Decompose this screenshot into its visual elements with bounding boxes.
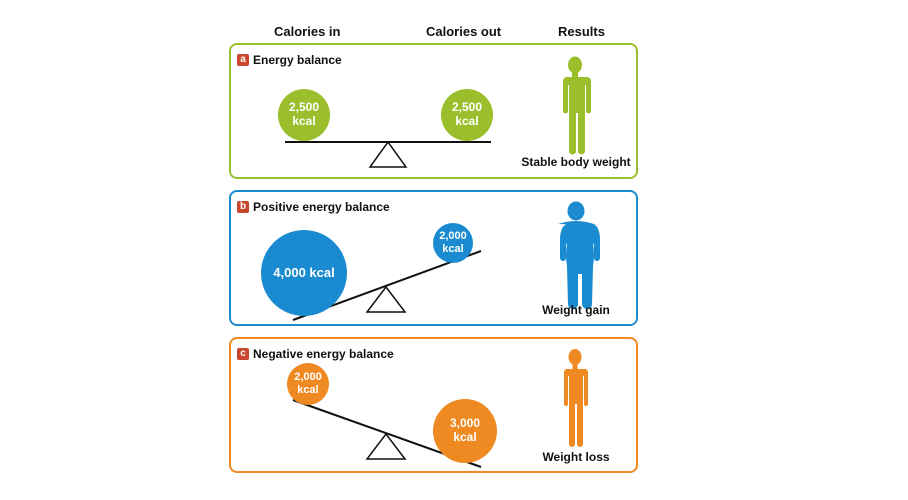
panel-b-title: b Positive energy balance	[237, 200, 390, 214]
panel-a-title: a Energy balance	[237, 53, 342, 67]
header-calories-in: Calories in	[274, 24, 341, 39]
result-label-b: Weight gain	[542, 303, 610, 317]
panel-b-letter: b	[237, 201, 249, 213]
seesaw-b-fulcrum	[365, 285, 407, 313]
panel-positive-energy-balance: b Positive energy balance 4,000 kcal 2,0…	[229, 190, 638, 326]
heavy-person-icon	[558, 201, 600, 309]
panel-c-title-text: Negative energy balance	[253, 347, 394, 361]
person-icon	[563, 56, 591, 155]
header-calories-out: Calories out	[426, 24, 502, 39]
result-label-c: Weight loss	[542, 450, 610, 464]
seesaw-a	[285, 140, 491, 168]
calories-in-ball-c: 2,000 kcal	[287, 363, 329, 405]
seesaw-c-fulcrum	[365, 432, 407, 460]
panel-energy-balance: a Energy balance 2,500 kcal 2,500 kcal S…	[229, 43, 638, 179]
panel-c-title: c Negative energy balance	[237, 347, 394, 361]
calories-in-ball-b: 4,000 kcal	[261, 230, 347, 316]
result-label-a: Stable body weight	[521, 155, 631, 169]
calories-in-ball-a: 2,500 kcal	[278, 89, 330, 141]
panel-a-title-text: Energy balance	[253, 53, 342, 67]
calories-out-ball-b: 2,000 kcal	[433, 223, 473, 263]
panel-negative-energy-balance: c Negative energy balance 2,000 kcal 3,0…	[229, 337, 638, 473]
calories-out-ball-c: 3,000 kcal	[433, 399, 497, 463]
panel-c-letter: c	[237, 348, 249, 360]
calories-out-ball-a: 2,500 kcal	[441, 89, 493, 141]
panel-b-title-text: Positive energy balance	[253, 200, 390, 214]
panel-a-letter: a	[237, 54, 249, 66]
seesaw-a-fulcrum	[368, 140, 408, 168]
thin-person-icon	[564, 349, 588, 447]
header-results: Results	[558, 24, 605, 39]
